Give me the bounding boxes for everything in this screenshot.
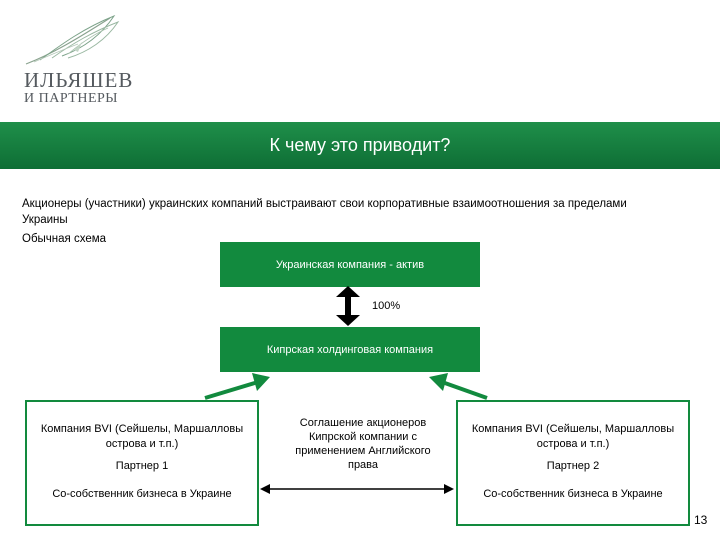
- slide-title: К чему это приводит?: [269, 135, 451, 155]
- feather-logo-icon: [25, 14, 120, 65]
- partner-2-name: Партнер 2: [546, 460, 600, 472]
- ukrainian-company-box: Украинская компания - актив: [220, 242, 480, 287]
- partner-1-name: Партнер 1: [115, 460, 169, 472]
- partner-2-role: Со-собственник бизнеса в Украине: [483, 488, 663, 500]
- ownership-double-arrow: [336, 286, 360, 326]
- shareholder-agreement-label: Соглашение акционеров Кипрской компании …: [295, 417, 431, 471]
- cyprus-holding-label: Кипрская холдинговая компания: [266, 343, 434, 356]
- ownership-percent-label: 100%: [372, 300, 401, 312]
- partner-1-company: Компания BVI (Сейшелы, Маршалловы остров…: [40, 423, 244, 450]
- partner-2-company: Компания BVI (Сейшелы, Маршалловы остров…: [471, 423, 675, 450]
- partner-1-box: Компания BVI (Сейшелы, Маршалловы остров…: [25, 400, 259, 526]
- scheme-caption: Обычная схема: [22, 233, 107, 245]
- partner-1-ownership-arrow: [204, 373, 270, 400]
- intro-text: Акционеры (участники) украинских компани…: [22, 198, 627, 226]
- logo-text-line2: И ПАРТНЕРЫ: [24, 91, 118, 106]
- partner-1-role: Со-собственник бизнеса в Украине: [52, 488, 232, 500]
- logo-text-line1: ИЛЬЯШЕВ: [24, 68, 134, 92]
- ukrainian-company-label: Украинская компания - актив: [275, 258, 425, 271]
- cyprus-holding-box: Кипрская холдинговая компания: [220, 327, 480, 372]
- partner-2-box: Компания BVI (Сейшелы, Маршалловы остров…: [456, 400, 690, 526]
- page-number: 13: [694, 513, 708, 527]
- partners-agreement-arrow: [260, 484, 454, 494]
- company-logo: ИЛЬЯШЕВ И ПАРТНЕРЫ: [22, 14, 132, 106]
- partner-2-ownership-arrow: [429, 373, 488, 400]
- title-band: К чему это приводит?: [0, 122, 720, 169]
